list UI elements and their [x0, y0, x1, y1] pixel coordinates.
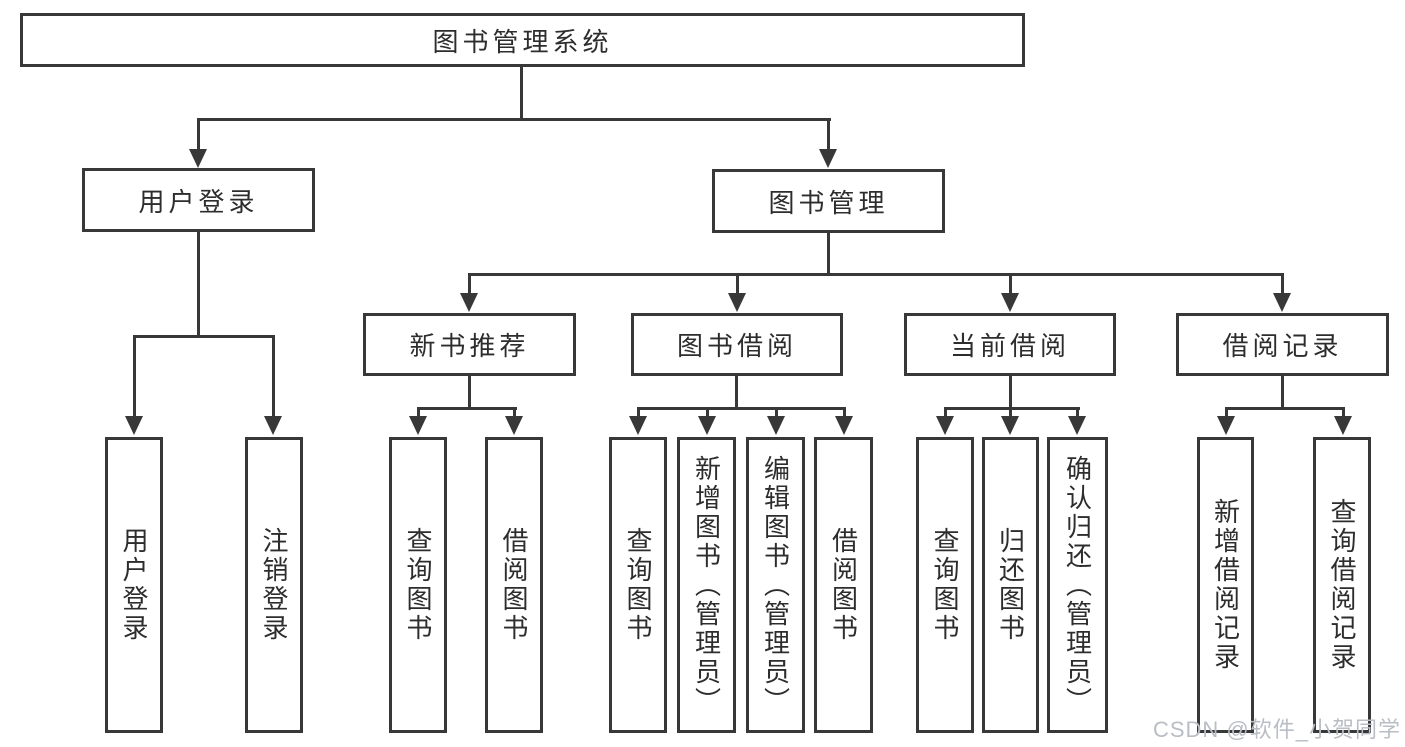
node-book-borrow: 图书借阅: [631, 313, 843, 376]
node-label: 新书推荐: [409, 331, 530, 361]
watermark-text: CSDN @软件_小贺同学: [1152, 717, 1401, 742]
connector-line: [843, 410, 846, 418]
leaf-query-books: 查询图书: [609, 437, 667, 733]
node-new-book-recommend: 新书推荐: [363, 313, 576, 376]
arrow-down-icon: [629, 416, 647, 435]
leaf-borrow-book: 借阅图书: [485, 437, 543, 733]
leaf-label: 用户登录: [119, 527, 149, 643]
connector-line: [706, 410, 709, 418]
leaf-label: 注销登录: [259, 527, 289, 643]
connector-line: [197, 118, 831, 121]
connector-line: [735, 376, 738, 410]
connector-line: [944, 407, 1080, 410]
connector-line: [197, 232, 200, 338]
arrow-down-icon: [189, 149, 207, 168]
connector-line: [1281, 376, 1284, 410]
arrow-down-icon: [460, 293, 478, 312]
connector-line: [468, 376, 471, 410]
arrow-down-icon: [409, 416, 427, 435]
connector-line: [272, 338, 275, 418]
connector-line: [775, 410, 778, 418]
leaf-logout: 注销登录: [245, 437, 303, 733]
arrow-down-icon: [1273, 293, 1291, 312]
node-label: 借阅记录: [1222, 331, 1343, 361]
connector-line: [944, 410, 947, 418]
connector-line: [1225, 410, 1228, 418]
connector-line: [520, 66, 523, 121]
connector-line: [197, 121, 200, 152]
leaf-label: 查询图书: [623, 527, 653, 643]
leaf-borrow-book: 借阅图书: [814, 437, 873, 733]
node-borrow-record: 借阅记录: [1176, 313, 1389, 376]
arrow-down-icon: [1334, 416, 1352, 435]
connector-line: [1009, 410, 1012, 418]
arrow-down-icon: [767, 416, 785, 435]
leaf-label: 归还图书: [995, 527, 1026, 643]
arrow-down-icon: [1001, 416, 1019, 435]
arrow-down-icon: [125, 416, 143, 435]
node-label: 图书管理系统: [432, 26, 613, 57]
connector-line: [637, 410, 640, 418]
connector-line: [1009, 376, 1012, 410]
leaf-label: 确认归还（管理员）: [1062, 454, 1093, 716]
arrow-down-icon: [1001, 293, 1019, 312]
connector-line: [468, 273, 1284, 276]
node-root: 图书管理系统: [20, 13, 1025, 67]
connector-line: [133, 338, 136, 418]
leaf-label: 借阅图书: [499, 527, 529, 643]
leaf-query-books: 查询图书: [916, 437, 974, 733]
connector-line: [417, 410, 420, 418]
connector-line: [513, 410, 516, 418]
connector-line: [133, 335, 275, 338]
node-user-login: 用户登录: [82, 168, 315, 232]
leaf-label: 新增图书（管理员）: [691, 454, 722, 716]
leaf-user-login: 用户登录: [105, 437, 163, 733]
connector-line: [637, 407, 846, 410]
arrow-down-icon: [728, 293, 746, 312]
node-label: 图书借阅: [676, 331, 797, 361]
arrow-down-icon: [819, 149, 837, 168]
leaf-edit-book-admin: 编辑图书（管理员）: [746, 437, 805, 733]
arrow-down-icon: [505, 416, 523, 435]
leaf-label: 查询借阅记录: [1327, 498, 1357, 672]
leaf-query-books: 查询图书: [389, 437, 447, 733]
leaf-add-borrow-record: 新增借阅记录: [1197, 437, 1254, 733]
node-current-borrow: 当前借阅: [904, 313, 1116, 376]
arrow-down-icon: [1068, 416, 1086, 435]
arrow-down-icon: [835, 416, 853, 435]
leaf-label: 查询图书: [930, 527, 960, 643]
connector-line: [1225, 407, 1345, 410]
leaf-query-borrow-record: 查询借阅记录: [1313, 437, 1371, 733]
node-label: 图书管理: [768, 187, 889, 218]
leaf-return-book: 归还图书: [982, 437, 1039, 733]
leaf-label: 借阅图书: [828, 527, 859, 643]
connector-line: [1281, 276, 1284, 295]
connector-line: [417, 407, 517, 410]
connector-line: [1009, 276, 1012, 295]
leaf-label: 编辑图书（管理员）: [760, 454, 791, 716]
arrow-down-icon: [698, 416, 716, 435]
leaf-confirm-return-admin: 确认归还（管理员）: [1047, 437, 1108, 733]
connector-line: [1342, 410, 1345, 418]
arrow-down-icon: [1217, 416, 1235, 435]
node-label: 用户登录: [138, 186, 259, 217]
connector-line: [827, 233, 830, 276]
arrow-down-icon: [264, 416, 282, 435]
connector-line: [1076, 410, 1079, 418]
arrow-down-icon: [936, 416, 954, 435]
node-book-management: 图书管理: [712, 169, 945, 233]
connector-line: [827, 121, 830, 152]
leaf-label: 新增借阅记录: [1210, 498, 1241, 672]
connector-line: [736, 276, 739, 295]
node-label: 当前借阅: [949, 331, 1070, 361]
leaf-label: 查询图书: [403, 527, 433, 643]
leaf-add-book-admin: 新增图书（管理员）: [677, 437, 736, 733]
connector-line: [468, 276, 471, 295]
